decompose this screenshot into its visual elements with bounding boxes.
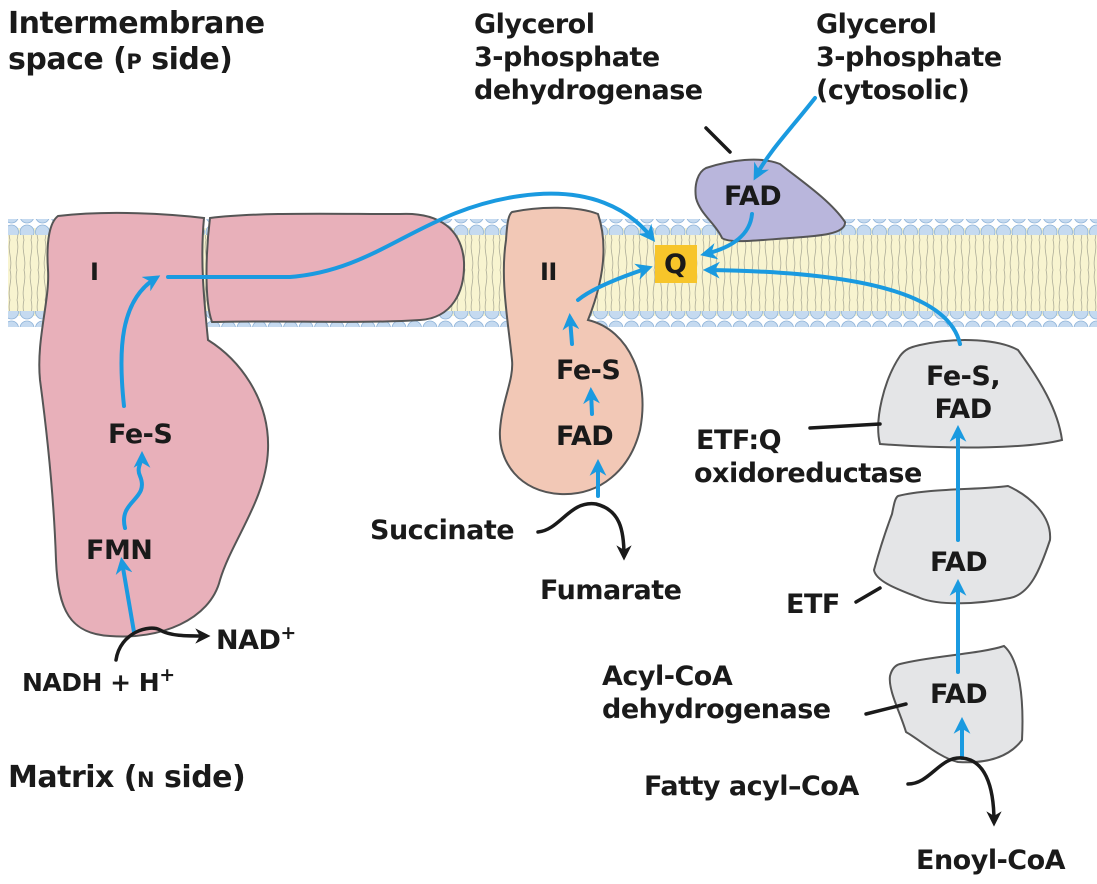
line: dehydrogenase <box>602 694 831 725</box>
line: (cytosolic) <box>816 75 970 106</box>
arrow-fad-to-fes-II <box>583 386 600 416</box>
glycerol-dh-name: Glycerol 3-phosphate dehydrogenase <box>474 8 703 107</box>
succinate-label: Succinate <box>370 515 515 546</box>
arrow-fatty-acyl-to-enoyl <box>906 756 1002 827</box>
etf-q-oxidoreductase <box>877 339 1064 449</box>
line: 3-phosphate <box>816 42 1002 73</box>
fatty-acyl-coa-label: Fatty acyl–CoA <box>644 771 859 802</box>
etfq-name: ETF:Q oxidoreductase <box>694 424 922 490</box>
ubiquinone-label: Q <box>664 249 687 280</box>
line: 3-phosphate <box>474 42 660 73</box>
arrow-fmn-to-fes <box>122 450 151 530</box>
glycerol-substrate-label: Glycerol 3-phosphate (cytosolic) <box>816 8 1002 107</box>
line: Fe-S, <box>926 361 1001 392</box>
arrow-nadh-to-nad <box>114 626 211 662</box>
superscript: + <box>159 664 175 686</box>
text: space ( <box>8 42 127 77</box>
arrow-succinate-to-fumarate <box>536 502 632 561</box>
intermembrane-line1: Intermembrane <box>8 6 265 41</box>
complex-II-label: II <box>540 258 557 286</box>
line: oxidoreductase <box>694 458 922 489</box>
line: dehydrogenase <box>474 75 703 106</box>
arrow-complex-I-to-Q <box>166 191 656 279</box>
leader-acyl-dh <box>864 702 908 716</box>
side-letter: N <box>137 768 155 792</box>
complex-II-fad-label: FAD <box>556 421 614 452</box>
acyl-coa-dehydrogenase <box>888 644 1024 764</box>
text: Matrix ( <box>8 760 138 795</box>
arrow-gdh-fad-to-Q <box>700 212 754 260</box>
leader-gdh <box>704 126 732 154</box>
complex-II-fes-label: Fe-S <box>556 355 621 386</box>
enoyl-coa-label: Enoyl-CoA <box>916 845 1066 876</box>
intermembrane-space-label: Intermembrane space (P side) <box>8 6 265 80</box>
text: NADH + H <box>22 668 160 697</box>
leader-etfq <box>808 422 882 430</box>
line: Acyl-CoA <box>602 661 733 692</box>
line: Glycerol <box>816 9 937 40</box>
complex-I-peripheral-arm <box>38 211 270 638</box>
etf-name: ETF <box>786 589 840 620</box>
text: side) <box>154 760 246 795</box>
nadh-label: NADH + H+ <box>22 666 175 699</box>
arrow-fes-to-top-II <box>562 312 580 346</box>
text: side) <box>141 42 233 77</box>
text: NAD <box>216 625 281 656</box>
nad-plus-label: NAD+ <box>216 624 296 657</box>
acyl-dh-fad-label: FAD <box>930 679 988 710</box>
etf <box>872 484 1052 605</box>
etfq-cofactor-label: Fe-S, FAD <box>926 360 1001 426</box>
reaction-arrows <box>114 126 1002 827</box>
matrix-label: Matrix (N side) <box>8 760 246 798</box>
electron-flow-arrows <box>115 96 971 760</box>
complex-II <box>498 206 644 496</box>
acyl-dh-name: Acyl-CoA dehydrogenase <box>602 660 831 726</box>
line: FAD <box>934 394 992 425</box>
ubiquinone-box <box>655 245 697 283</box>
glycerol-3-phosphate-dehydrogenase <box>694 158 846 243</box>
fumarate-label: Fumarate <box>540 575 682 606</box>
arrow-etfq-to-Q <box>702 261 962 346</box>
arrow-nadh-to-fmn <box>115 557 136 634</box>
arrow-glycerol-to-fad <box>753 96 817 181</box>
intermembrane-line2: space (P side) <box>8 42 265 80</box>
line: ETF:Q <box>696 425 782 456</box>
side-letter: P <box>126 50 142 74</box>
fmn-label: FMN <box>86 535 153 566</box>
complex-I-fes-label: Fe-S <box>108 419 173 450</box>
line: Glycerol <box>474 9 595 40</box>
superscript: + <box>280 622 296 644</box>
etf-fad-label: FAD <box>930 547 988 578</box>
complex-I-label: I <box>90 258 99 286</box>
arrow-fes-to-top-I <box>119 275 161 408</box>
leader-etf <box>854 586 882 604</box>
glycerol-dh-fad-label: FAD <box>724 181 782 212</box>
arrow-II-to-Q <box>576 263 653 302</box>
